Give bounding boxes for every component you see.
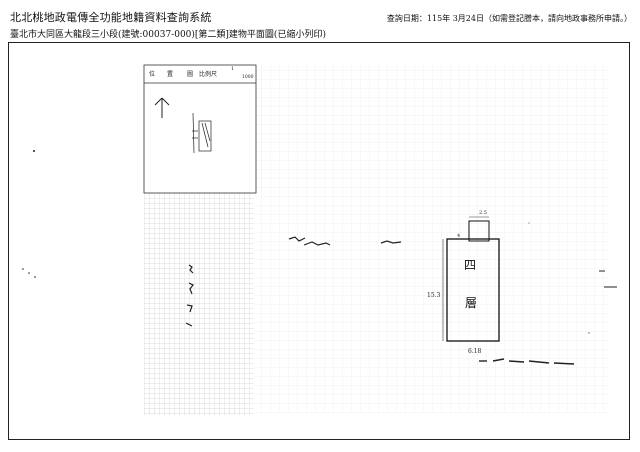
plan-note-marks <box>479 358 575 365</box>
dimension-small: 4 <box>457 233 460 239</box>
location-map-box <box>143 64 257 194</box>
dense-grid-area <box>144 193 254 415</box>
legend-label-3: 圖 <box>187 71 193 78</box>
system-title: 北北桃地政電傳全功能地籍資料查詢系統 <box>10 11 212 24</box>
floor-char-1: 四 <box>464 258 476 272</box>
legend-scale-den: 1000 <box>242 74 254 80</box>
query-date: 查詢日期：115年 3月24日（如需登記謄本，請向地政事務所申請。） <box>386 14 632 23</box>
dimension-left: 15.3 <box>427 292 441 299</box>
north-arrow-icon <box>154 97 170 118</box>
legend-label-2: 置 <box>167 71 173 78</box>
building-annex <box>468 220 490 242</box>
right-edge-marks <box>599 270 617 288</box>
building-plan-sheet: 位 置 圖 比例尺 1 1000 <box>22 63 617 415</box>
faint-grid-area <box>254 63 609 413</box>
dimension-bottom: 6.18 <box>468 348 482 355</box>
document-subtitle: 臺北市大同區大龍段三小段(建號:00037-000)[第二類]建物平面圖(已縮小… <box>10 30 326 40</box>
scan-speckles <box>22 150 590 334</box>
dimension-top: 2.5 <box>479 210 487 216</box>
floor-char-2: 層 <box>465 296 477 310</box>
plan-frame: 位 置 圖 比例尺 1 1000 <box>8 42 630 440</box>
parcel-sketch <box>192 112 212 154</box>
legend-scale-label: 比例尺 <box>199 70 217 78</box>
legend-label-1: 位 <box>149 70 155 78</box>
legend-scale-num: 1 <box>231 66 234 72</box>
building-footprint <box>446 238 500 342</box>
scribble-annotations <box>185 236 402 327</box>
